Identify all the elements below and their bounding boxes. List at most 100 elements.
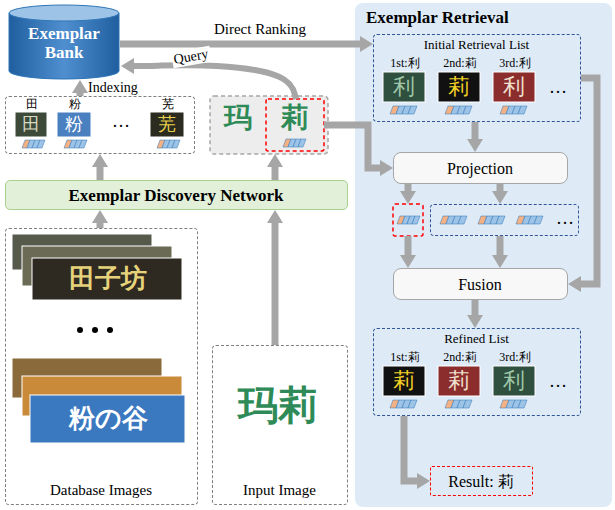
node-text: 芜 — [162, 98, 174, 111]
feature-cell — [27, 140, 35, 148]
feature-cell — [451, 106, 460, 114]
flow-arrow — [97, 223, 104, 228]
feature-cell — [390, 106, 399, 114]
feature-bar — [390, 106, 417, 114]
feature-cell — [500, 400, 509, 408]
node-text: 3rd:利 — [499, 57, 530, 70]
feature-cell — [518, 106, 527, 114]
feature-cell — [167, 140, 175, 148]
feature-bar — [478, 216, 505, 224]
node-title: Refined List — [444, 332, 509, 346]
feature-cell — [408, 106, 417, 114]
photo-thumb — [12, 358, 162, 398]
scene-text: 玛 — [224, 103, 252, 134]
feature-cell — [64, 140, 72, 148]
arrow-label: Query — [170, 46, 211, 68]
text-slot: Exemplar Retrieval — [366, 7, 566, 29]
image-tile — [493, 72, 535, 102]
text-slot: … — [542, 371, 574, 393]
photo-thumb — [30, 395, 185, 443]
image-tile — [57, 112, 91, 137]
edge-label: Direct Ranking — [214, 21, 306, 38]
text-slot: 玛莉 — [215, 378, 340, 433]
cylinder-top — [9, 5, 119, 21]
feature-bar — [22, 140, 45, 148]
feature-cell — [390, 400, 399, 408]
feature-cell — [298, 139, 306, 147]
crop-group-box — [210, 96, 328, 154]
feature-cell — [463, 106, 472, 114]
feature-bar — [500, 106, 527, 114]
feature-cell — [512, 400, 521, 408]
node-text: 2nd:莉 — [443, 57, 476, 70]
feature-cell — [32, 140, 40, 148]
feature-group: … — [430, 204, 579, 236]
text-slot: Input Image — [213, 479, 346, 501]
feature-cell — [446, 216, 455, 224]
network-box: Exemplar Discovery Network — [5, 180, 348, 210]
text-slot: Direct Ranking — [175, 20, 345, 38]
feature-bar — [397, 216, 420, 224]
text-slot: 莉 — [270, 100, 320, 136]
text-slot: Indexing — [88, 80, 160, 95]
feature-bar — [283, 139, 306, 147]
selection-box — [393, 204, 423, 236]
node-text: 粉 — [69, 98, 81, 111]
text-slot: Exemplar Discovery Network — [6, 181, 346, 211]
image-tile — [438, 366, 480, 396]
feature-cell — [457, 400, 466, 408]
scene-text: 莉 — [448, 75, 470, 99]
text-slot: 利 — [493, 72, 535, 102]
text-slot: … — [542, 77, 574, 99]
feature-bar — [445, 106, 472, 114]
flow-arrow — [272, 223, 279, 345]
feature-bar — [445, 400, 472, 408]
edge-label: Indexing — [88, 80, 138, 95]
node-text: … — [549, 372, 567, 392]
feature-cell — [457, 106, 466, 114]
image-tile — [150, 112, 184, 137]
feature-cell — [451, 400, 460, 408]
process-box: Projection — [393, 152, 568, 184]
text-slot: Projection — [394, 153, 566, 185]
text-slot: Fusion — [394, 269, 566, 301]
selection-box — [266, 99, 324, 151]
flow-arrow — [405, 236, 412, 255]
text-slot: Result: 莉 — [431, 467, 531, 497]
feature-cell — [288, 139, 296, 147]
text-slot: 粉 — [57, 112, 91, 137]
scene-text: 田 — [22, 115, 40, 135]
text-slot: 田子坊 — [36, 260, 180, 298]
feature-cell — [37, 140, 45, 148]
feature-cell — [293, 139, 301, 147]
node-text: 1st:利 — [390, 57, 419, 70]
feature-cell — [496, 216, 505, 224]
feature-cell — [402, 106, 411, 114]
scene-text: 粉 — [65, 115, 83, 135]
feature-cell — [397, 216, 405, 224]
scene-text: 田子坊 — [69, 265, 147, 294]
node-title: Result: 莉 — [448, 473, 513, 491]
feature-cell — [500, 106, 509, 114]
image-tile — [383, 366, 425, 396]
text-slot: 莉 — [438, 72, 480, 102]
text-slot: 1st:莉 — [380, 350, 430, 366]
scene-text: 利 — [393, 75, 415, 99]
feature-cell — [478, 216, 487, 224]
flow-arrow — [120, 41, 360, 48]
flow-arrow — [472, 300, 479, 315]
feature-cell — [452, 216, 461, 224]
text-slot: 芜 — [150, 112, 184, 137]
scene-text: 利 — [503, 75, 525, 99]
feature-cell — [440, 216, 449, 224]
feature-cell — [445, 106, 454, 114]
feature-cell — [458, 216, 467, 224]
flow-arrow — [324, 125, 380, 168]
storage-cylinder: Exemplar Bank — [8, 4, 120, 80]
node-title: 田 — [26, 98, 38, 111]
feature-bar — [440, 216, 467, 224]
text-slot: Database Images — [6, 479, 196, 501]
feature-cell — [407, 216, 415, 224]
text-slot: … — [101, 111, 141, 133]
